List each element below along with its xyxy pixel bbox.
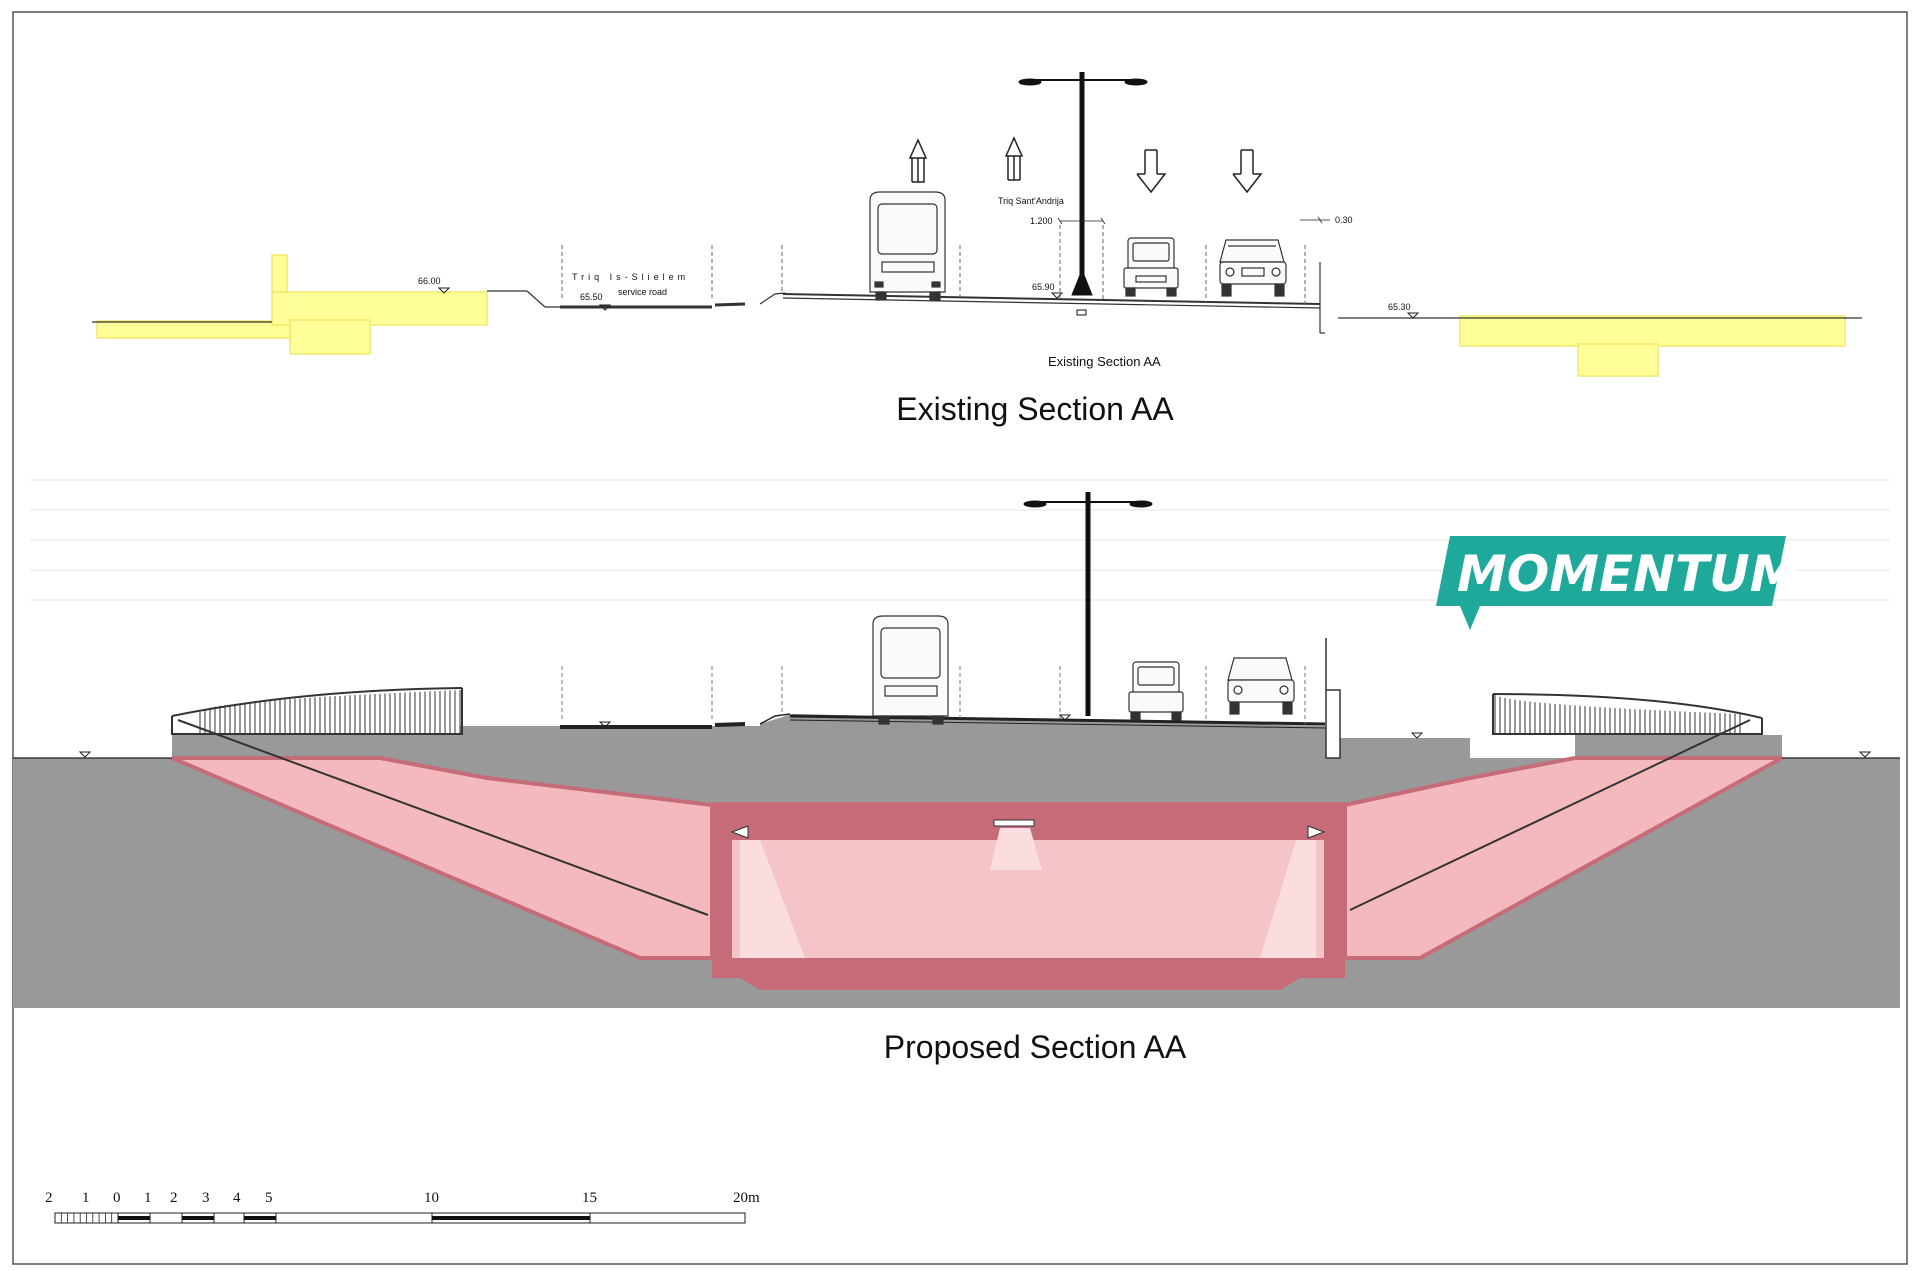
existing-arrow-up-2 xyxy=(1004,136,1024,181)
level-label-1: 66.00 xyxy=(418,276,441,286)
dimension-label-2: 0.30 xyxy=(1335,215,1353,225)
existing-foundation-left xyxy=(96,254,488,355)
momentum-logo: MOMENTUM xyxy=(1436,536,1799,630)
sheet-border xyxy=(12,11,1908,1265)
ramp-handrail-right xyxy=(1349,719,1751,911)
scale-label-1: 1 xyxy=(144,1190,152,1206)
scale-label-0: 0 xyxy=(113,1190,121,1206)
level-label-4: 65.30 xyxy=(1388,302,1411,312)
ramp-handrail-left xyxy=(177,719,709,916)
proposed-bus xyxy=(872,615,949,725)
scale-label-10: 10 xyxy=(424,1190,439,1206)
street-name-label: Triq Is-Slielem xyxy=(572,272,689,282)
tunnel-right-lamp xyxy=(1307,825,1326,839)
existing-van xyxy=(1123,237,1179,297)
tunnel-light-center xyxy=(990,828,1042,870)
proposed-barrier xyxy=(1325,689,1341,759)
proposed-section: Proposed Section AA xyxy=(13,479,1900,1065)
tunnel-ceiling-light xyxy=(993,819,1035,827)
scale-label-3: 3 xyxy=(202,1190,210,1206)
existing-section-caption: Existing Section AA xyxy=(896,391,1174,427)
railing-bars xyxy=(199,690,1741,734)
main-road-label: Triq Sant'Andrija xyxy=(998,196,1064,206)
existing-dimension-lines xyxy=(1057,216,1330,225)
proposed-section-caption: Proposed Section AA xyxy=(884,1029,1187,1065)
existing-car xyxy=(1219,239,1287,297)
logo-text: MOMENTUM xyxy=(1457,545,1799,603)
railing-right xyxy=(1492,693,1763,735)
tunnel-light-left xyxy=(740,840,805,958)
scale-label-1-left: 1 xyxy=(82,1190,90,1206)
existing-arrow-up-1 xyxy=(908,138,928,183)
proposed-ground-top xyxy=(372,714,1470,758)
scale-label-15: 15 xyxy=(582,1190,597,1206)
existing-arrow-down-2 xyxy=(1232,149,1263,194)
existing-inner-label: Existing Section AA xyxy=(1048,354,1161,369)
level-label-2: 65.50 xyxy=(580,292,603,302)
tunnel-left-lamp xyxy=(730,825,749,839)
scale-label-5: 5 xyxy=(265,1190,273,1206)
scale-label-20m: 20m xyxy=(733,1190,760,1206)
proposed-lamp-post xyxy=(1023,492,1153,716)
existing-bus xyxy=(869,191,946,301)
existing-ground-lines xyxy=(92,262,1862,334)
scale-label-4: 4 xyxy=(233,1190,241,1206)
existing-section: 66.00 65.50 65.90 65.30 Triq Is-Slielem … xyxy=(92,72,1862,427)
proposed-car xyxy=(1227,657,1295,715)
proposed-van xyxy=(1128,661,1184,721)
service-road-label: service road xyxy=(618,287,667,297)
existing-foundation-right xyxy=(1459,315,1846,377)
dimension-label-1: 1.200 xyxy=(1030,216,1053,226)
scale-label-2-left: 2 xyxy=(45,1190,53,1206)
existing-level-markers xyxy=(437,287,1420,319)
existing-lane-dividers xyxy=(561,225,1306,304)
proposed-level-markers xyxy=(78,714,1872,758)
existing-arrow-down-1 xyxy=(1136,149,1167,194)
logo-badge xyxy=(1436,536,1786,630)
existing-lamp-post xyxy=(1018,72,1148,316)
tunnel-light-right xyxy=(1260,840,1316,958)
scale-label-2: 2 xyxy=(170,1190,178,1206)
level-label-3: 65.90 xyxy=(1032,282,1055,292)
scale-bar: 2 1 0 1 2 3 4 5 10 15 20m xyxy=(45,1190,760,1224)
proposed-lane-dividers xyxy=(561,666,1306,724)
